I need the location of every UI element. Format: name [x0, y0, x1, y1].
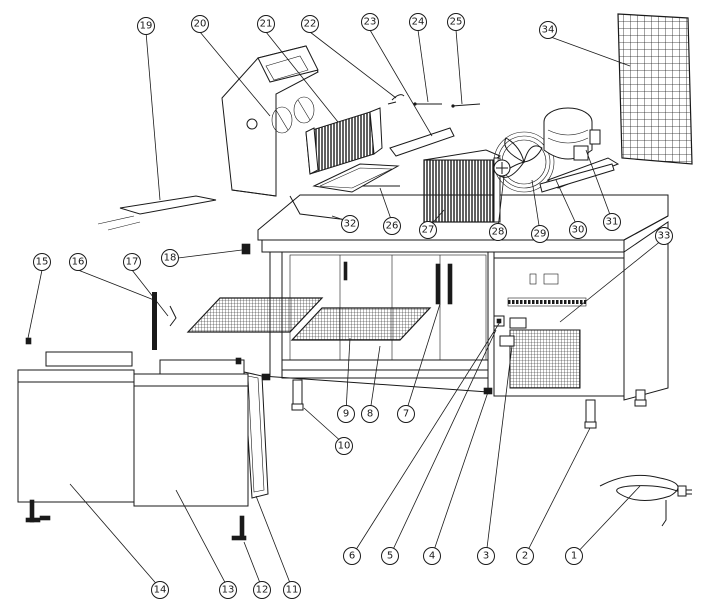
door-gaskets [45, 351, 269, 499]
svg-text:16: 16 [72, 257, 85, 268]
svg-text:33: 33 [658, 231, 671, 242]
svg-text:5: 5 [387, 551, 393, 562]
svg-text:10: 10 [338, 441, 351, 452]
callout-17: 17 [123, 253, 141, 271]
svg-text:17: 17 [126, 257, 139, 268]
callout-3: 3 [477, 547, 495, 565]
condenser [423, 149, 502, 223]
power-cord [599, 474, 692, 527]
cabinet-legs [261, 373, 647, 429]
callout-30: 30 [569, 221, 587, 239]
svg-text:20: 20 [194, 19, 207, 30]
callout-27: 27 [419, 221, 437, 239]
callout-25: 25 [447, 13, 465, 31]
callout-6: 6 [343, 547, 361, 565]
svg-text:21: 21 [260, 19, 273, 30]
callout-28: 28 [489, 223, 507, 241]
condenser-fan [493, 131, 555, 193]
leader-lines [27, 29, 663, 589]
svg-text:3: 3 [483, 551, 489, 562]
evaporator-coil [305, 107, 383, 175]
svg-text:23: 23 [364, 17, 377, 28]
wire-shelves [186, 297, 432, 341]
svg-text:31: 31 [606, 217, 619, 228]
callout-33: 33 [655, 227, 673, 245]
evaporator-housing [221, 45, 319, 197]
svg-text:15: 15 [36, 257, 49, 268]
callout-34: 34 [539, 21, 557, 39]
drip-tray [289, 163, 400, 221]
callout-2: 2 [516, 547, 534, 565]
callout-11: 11 [283, 581, 301, 599]
callout-15: 15 [33, 253, 51, 271]
svg-text:1: 1 [571, 551, 577, 562]
svg-text:8: 8 [367, 409, 373, 420]
svg-text:34: 34 [542, 25, 555, 36]
svg-text:13: 13 [222, 585, 235, 596]
svg-text:30: 30 [572, 225, 585, 236]
svg-text:22: 22 [304, 19, 317, 30]
svg-text:19: 19 [140, 21, 153, 32]
svg-text:27: 27 [422, 225, 435, 236]
svg-text:32: 32 [344, 219, 357, 230]
svg-text:18: 18 [164, 253, 177, 264]
svg-text:6: 6 [349, 551, 355, 562]
callout-22: 22 [301, 15, 319, 33]
svg-text:12: 12 [256, 585, 269, 596]
svg-text:9: 9 [343, 409, 349, 420]
callout-29: 29 [531, 225, 549, 243]
compressor-assembly [539, 107, 620, 193]
rear-cover-plate [97, 195, 217, 231]
callouts: 1 2 3 4 5 6 7 8 9 10 11 12 13 14 15 16 1… [33, 13, 673, 599]
svg-text:4: 4 [429, 551, 435, 562]
callout-21: 21 [257, 15, 275, 33]
callout-18: 18 [161, 249, 179, 267]
callout-4: 4 [423, 547, 441, 565]
callout-10: 10 [335, 437, 353, 455]
svg-text:29: 29 [534, 229, 547, 240]
svg-text:26: 26 [386, 221, 399, 232]
svg-text:11: 11 [286, 585, 299, 596]
svg-text:2: 2 [522, 551, 528, 562]
doors [17, 369, 249, 541]
callout-1: 1 [565, 547, 583, 565]
callout-14: 14 [151, 581, 169, 599]
callout-5: 5 [381, 547, 399, 565]
callout-12: 12 [253, 581, 271, 599]
svg-text:7: 7 [403, 409, 409, 420]
callout-9: 9 [337, 405, 355, 423]
callout-26: 26 [383, 217, 401, 235]
pipes [387, 94, 481, 157]
svg-text:24: 24 [412, 17, 425, 28]
condenser-grid-panel [617, 13, 693, 165]
small-parts [25, 243, 251, 365]
callout-31: 31 [603, 213, 621, 231]
svg-text:14: 14 [154, 585, 167, 596]
callout-13: 13 [219, 581, 237, 599]
callout-20: 20 [191, 15, 209, 33]
callout-24: 24 [409, 13, 427, 31]
callout-16: 16 [69, 253, 87, 271]
svg-text:25: 25 [450, 17, 463, 28]
callout-23: 23 [361, 13, 379, 31]
callout-7: 7 [397, 405, 415, 423]
svg-text:28: 28 [492, 227, 505, 238]
callout-19: 19 [137, 17, 155, 35]
callout-8: 8 [361, 405, 379, 423]
callout-32: 32 [341, 215, 359, 233]
